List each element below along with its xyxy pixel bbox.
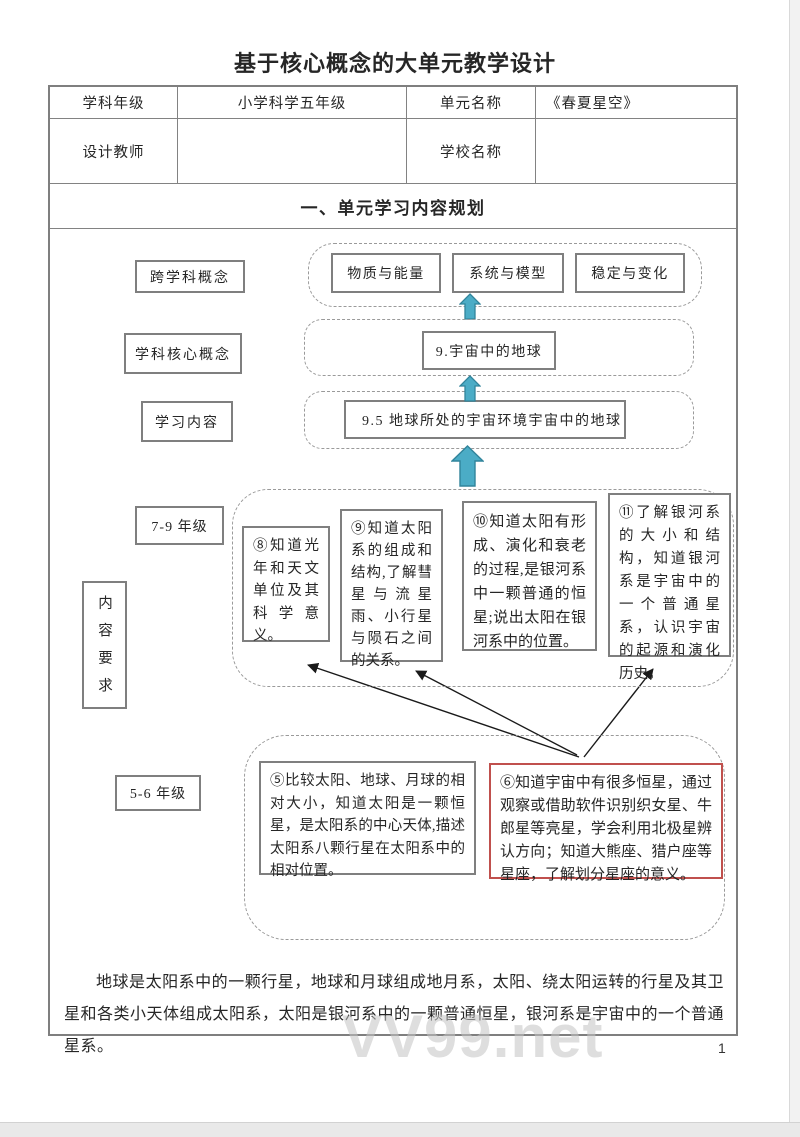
page-right-edge (789, 0, 800, 1122)
school-value (536, 119, 736, 183)
page-number: 1 (718, 1040, 726, 1056)
core-concept-label: 学科核心概念 (124, 333, 242, 374)
info-table: 学科年级 小学科学五年级 单元名称 《春夏星空》 设计教师 学校名称 一、单元学… (48, 85, 738, 1055)
learning-content-label: 学习内容 (141, 401, 233, 442)
cross-concepts-container (308, 243, 702, 307)
teacher-label: 设计教师 (50, 119, 178, 183)
up-arrow-icon (458, 375, 482, 402)
unit-name-value: 《春夏星空》 (546, 96, 639, 112)
unit-name-label: 单元名称 (407, 87, 536, 118)
viewer-footer-bar (0, 1122, 800, 1137)
learning-content-container (304, 391, 694, 449)
grade-5-6-label: 5-6 年级 (115, 775, 201, 811)
diagram-area: 跨学科概念 物质与能量 系统与模型 稳定与变化 学科核心概念 9.宇宙中的地球 … (50, 229, 736, 1055)
requirement-item-9: ⑨知道太阳系的组成和结构,了解彗星与流星雨、小行星与陨石之间的关系。 (340, 509, 443, 669)
requirement-item-8: ⑧知道光年和天文单位及其科学意义。 (242, 526, 330, 644)
grade-7-9-label: 7-9 年级 (135, 506, 224, 545)
learning-content-box: 9.5 地球所处的宇宙环境宇宙中的地球 (344, 400, 626, 439)
teacher-value (178, 119, 407, 183)
core-concept-box: 9.宇宙中的地球 (422, 331, 556, 370)
requirement-item-10: ⑩知道太阳有形成、演化和衰老的过程,是银河系中一颗普通的恒星;说出太阳在银河系中… (462, 501, 597, 651)
up-arrow-icon (450, 445, 485, 487)
up-arrow-icon (458, 293, 482, 320)
cross-concepts-label: 跨学科概念 (135, 260, 245, 293)
grade-5-6-container (244, 735, 725, 940)
info-table-row-2: 设计教师 学校名称 (50, 119, 736, 184)
section-heading: 一、单元学习内容规划 (50, 184, 736, 229)
content-requirements-label: 内容要求 (82, 581, 127, 709)
grade-7-9-container (232, 489, 734, 687)
concept-box-system-model: 系统与模型 (452, 253, 564, 293)
subject-grade-label: 学科年级 (50, 87, 178, 118)
subject-grade-value: 小学科学五年级 (178, 87, 407, 118)
document-title: 基于核心概念的大单元教学设计 (233, 51, 556, 76)
requirement-item-5: ⑤比较太阳、地球、月球的相对大小，知道太阳是一颗恒星，是太阳系的中心天体,描述太… (259, 761, 476, 879)
core-concept-container (304, 319, 694, 376)
info-table-row-1: 学科年级 小学科学五年级 单元名称 《春夏星空》 (50, 87, 736, 119)
requirement-item-11: ⑪了解银河系的大小和结构，知道银河系是宇宙中的一个普通星系，认识宇宙的起源和演化… (608, 493, 731, 682)
concept-box-matter-energy: 物质与能量 (331, 253, 441, 293)
school-label: 学校名称 (407, 119, 536, 183)
requirement-item-6-highlighted: ⑥知道宇宙中有很多恒星，通过观察或借助软件识别织女星、牛郎星等亮星，学会利用北极… (489, 763, 723, 883)
summary-paragraph: 地球是太阳系中的一颗行星，地球和月球组成地月系，太阳、绕太阳运转的行星及其卫星和… (64, 974, 725, 1055)
concept-box-stability-change: 稳定与变化 (575, 253, 685, 293)
